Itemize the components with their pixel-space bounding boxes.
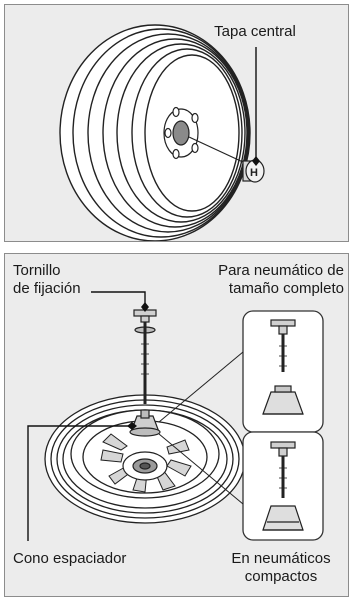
spacer-cone-leader <box>27 425 131 541</box>
wheel-tire <box>59 24 251 241</box>
bolt-label-line1: Tornillo <box>13 262 61 279</box>
compact-spacer-cone <box>262 505 304 531</box>
full-size-bolt-detail <box>270 319 296 372</box>
spare-tire-illustration <box>27 291 324 541</box>
center-cap-panel: H Tapa central <box>4 4 349 242</box>
svg-text:H: H <box>250 167 258 179</box>
spare-wheel-hub <box>122 451 168 481</box>
spacer-cone <box>129 409 161 437</box>
compact-label-line2: compactos <box>244 568 318 585</box>
spare-tire-panel: Tornillo de fijación Para neumático de t… <box>4 253 349 597</box>
full-size-spacer-cone <box>262 385 304 415</box>
spacer-cone-label: Cono espaciador <box>13 550 127 567</box>
center-cap-label: Tapa central <box>214 23 296 40</box>
bolt-leader <box>91 291 146 306</box>
mounting-bolt <box>133 309 157 404</box>
bolt-label-line2: de fijación <box>13 280 81 297</box>
wheel-hub <box>163 106 199 160</box>
compact-label-line1: En neumáticos <box>231 550 331 567</box>
full-size-label-line2: tamaño completo <box>228 280 344 297</box>
wheel-center-cap-illustration: H <box>59 24 265 241</box>
center-cap: H <box>242 159 265 183</box>
full-size-label-line1: Para neumático de <box>218 262 344 279</box>
compact-bolt-detail <box>270 441 296 498</box>
